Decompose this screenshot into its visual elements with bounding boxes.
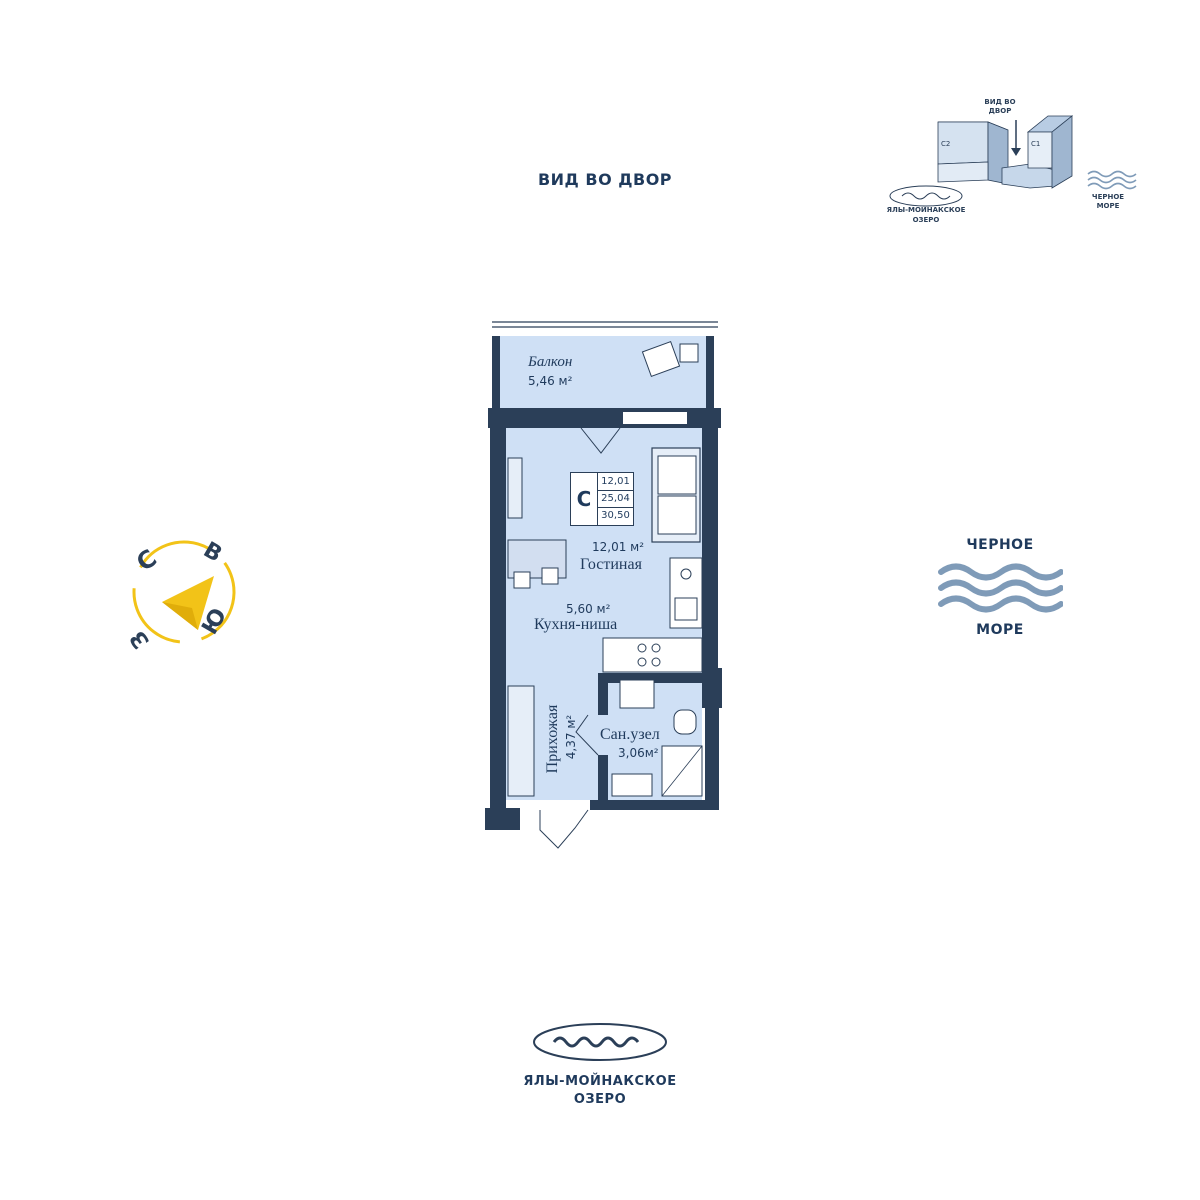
badge-total-area: 25,04 [598, 490, 633, 508]
minimap-view-label-2: ДВОР [989, 107, 1012, 115]
compass: С В Ю З [122, 530, 246, 654]
living-room-area: 12,01 м² [592, 540, 645, 554]
balcony-area: 5,46 м² [528, 374, 573, 388]
balcony-name: Балкон [528, 354, 573, 370]
minimap-c1-label: С1 [1031, 140, 1040, 148]
site-minimap: С2 С1 ВИД ВО ДВОР ЯЛЫ-МОЙНАКСКОЕ ОЗЕРО Ч… [860, 92, 1160, 252]
site-minimap-drawing: С2 С1 ВИД ВО ДВОР ЯЛЫ-МОЙНАКСКОЕ ОЗЕРО Ч… [887, 98, 1137, 224]
living-room-name: Гостиная [580, 556, 642, 573]
minimap-sea-label-1: ЧЕРНОЕ [1092, 193, 1124, 201]
minimap-sea-label-2: МОРЕ [1097, 202, 1120, 210]
bathroom-area: 3,06м² [618, 746, 659, 760]
lake-label-line1: ЯЛЫ-МОЙНАКСКОЕ [523, 1074, 677, 1089]
sea-waves-icon [938, 560, 1064, 616]
kitchen-area: 5,60 м² [566, 602, 611, 616]
floor-plan: С 12,01 25,04 30,50 Балкон 5,46 м² 12,01… [480, 318, 730, 858]
compass-arrow-icon [162, 576, 214, 630]
minimap-lake-label-2: ОЗЕРО [913, 216, 940, 224]
apartment-type-letter: С [571, 473, 598, 525]
minimap-lake-label-1: ЯЛЫ-МОЙНАКСКОЕ [887, 205, 966, 214]
hallway-area: 4,37 м² [564, 714, 578, 760]
kitchen-name: Кухня-ниша [534, 616, 618, 633]
minimap-view-label-1: ВИД ВО [984, 98, 1015, 106]
sea-label-line2: МОРЕ [976, 622, 1024, 638]
sea-label-line1: ЧЕРНОЕ [966, 537, 1034, 553]
apartment-badge: С 12,01 25,04 30,50 [570, 472, 634, 526]
compass-east: В [199, 538, 226, 568]
badge-total-with-balcony: 30,50 [601, 510, 630, 521]
lake-icon [530, 1020, 670, 1064]
view-courtyard-label: ВИД ВО ДВОР [537, 170, 673, 189]
hallway-name: Прихожая [544, 704, 561, 774]
minimap-c2-label: С2 [941, 140, 950, 148]
lake-label-line2: ОЗЕРО [573, 1092, 627, 1107]
badge-living-area: 12,01 [598, 473, 633, 491]
floor-plan-drawing [485, 321, 722, 849]
bathroom-name: Сан.узел [600, 726, 660, 743]
